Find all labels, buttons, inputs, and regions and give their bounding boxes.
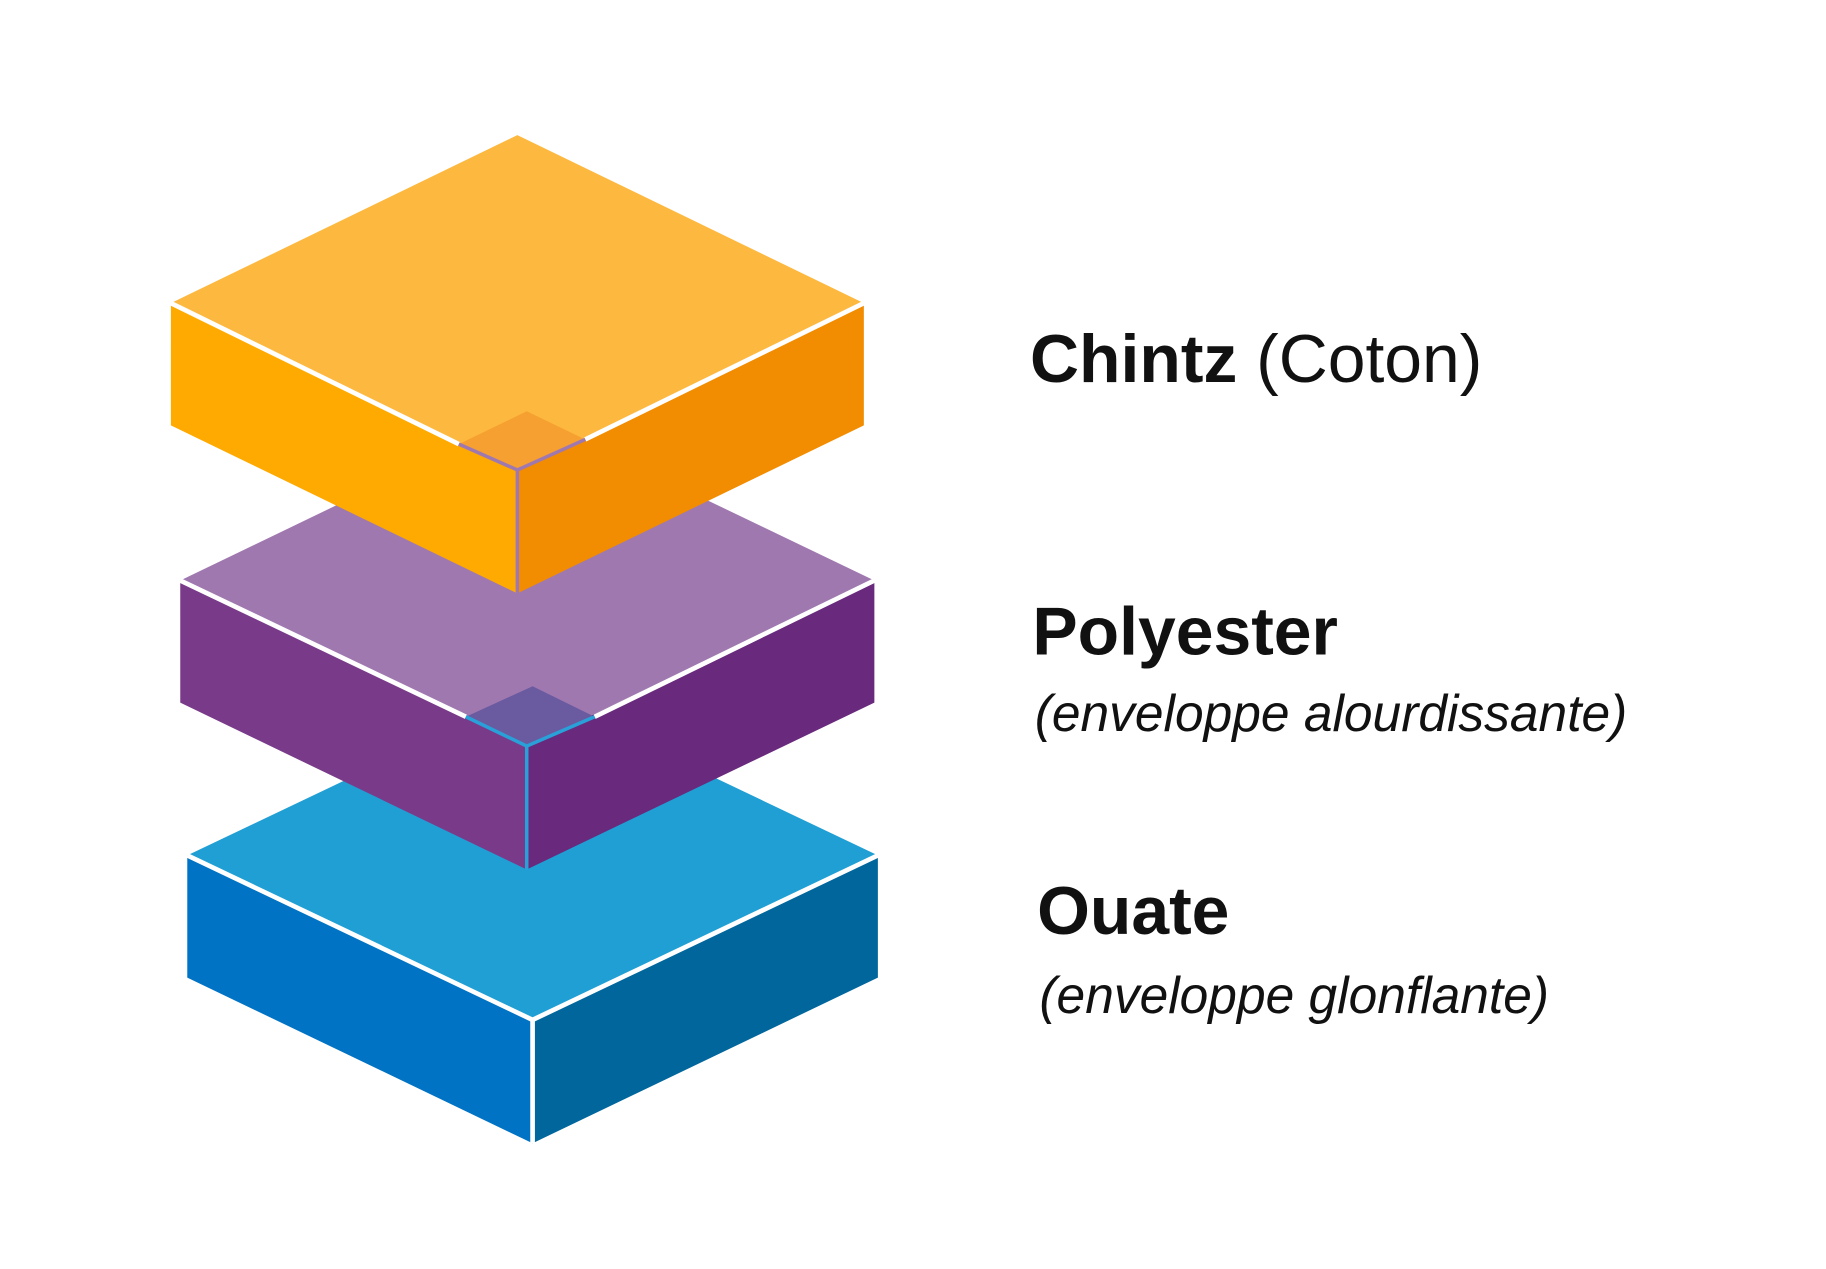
polyester-name: Polyester: [1032, 593, 1338, 669]
ouate-left-face: [187, 855, 533, 1144]
chintz-right-face: [517, 303, 864, 594]
chintz-corner-tint: [458, 411, 586, 470]
chintz-label: Chintz(Coton): [1030, 321, 1482, 397]
chintz-left-face: [170, 303, 518, 594]
ouate-name: Ouate: [1037, 873, 1229, 949]
chintz-block: [169, 135, 865, 594]
chintz-detail: (Coton): [1256, 321, 1482, 397]
polyester-right-face: [526, 580, 875, 870]
polyester-left-face: [180, 580, 527, 870]
polyester-edge: [179, 578, 467, 719]
chintz-edge: [169, 301, 460, 447]
ouate-right-face: [532, 855, 878, 1144]
polyester-detail: (enveloppe alourdissante): [1035, 684, 1628, 742]
ouate-detail: (enveloppe glonflante): [1039, 966, 1549, 1024]
chintz-name: Chintz: [1030, 321, 1237, 397]
